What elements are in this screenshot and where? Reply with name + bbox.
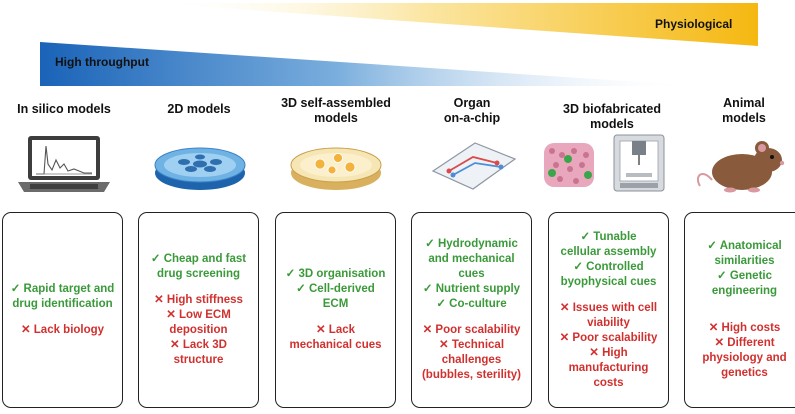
pro-line: ✓ 3D organisation xyxy=(285,268,386,280)
petri-dish-3d-icon xyxy=(290,147,382,190)
con-line: manufacturing xyxy=(568,361,649,374)
con-line: mechanical cues xyxy=(289,339,382,351)
con-line: ✕ Lack 3D xyxy=(170,339,227,351)
pro-line: similarities xyxy=(714,255,775,267)
con-line: physiology and xyxy=(702,352,787,364)
con-line: challenges xyxy=(441,354,502,366)
con-line: ✕ High xyxy=(589,346,628,359)
pro-line: drug identification xyxy=(12,298,113,310)
pro-line: ✓ Tunable xyxy=(580,230,637,243)
throughput-label: High throughput xyxy=(55,55,149,69)
card-in-silico: ✓ Rapid target and drug identification ✕… xyxy=(2,212,123,408)
bioprinter-icon xyxy=(544,134,665,192)
card-organ-on-chip: ✓ Hydrodynamic and mechanical cues ✓ Nut… xyxy=(411,212,532,408)
con-line: ✕ Poor scalability xyxy=(422,324,521,336)
pro-line: ✓ Nutrient supply xyxy=(422,283,521,295)
con-line: ✕ Lack xyxy=(315,324,356,336)
con-line: ✕ Technical xyxy=(438,339,505,351)
pro-line: ✓ Rapid target and xyxy=(10,283,115,295)
physiological-label: Physiological xyxy=(655,17,733,31)
pro-line: ✓ Anatomical xyxy=(707,240,782,252)
con-line: ✕ High stiffness xyxy=(154,294,243,306)
con-line: ✕ Poor scalability xyxy=(559,331,658,344)
con-line: (bubbles, sterility) xyxy=(421,369,522,381)
pro-line: ECM xyxy=(322,298,349,310)
physiological-gradient xyxy=(150,3,758,46)
pro-line: cues xyxy=(458,268,485,280)
mouse-icon xyxy=(696,141,785,193)
con-line: deposition xyxy=(169,324,228,336)
pro-line: ✓ Cell-derived xyxy=(296,283,375,295)
throughput-gradient xyxy=(40,42,700,86)
pro-line: byophysical cues xyxy=(560,275,657,288)
title-3d-biofabricated: 3D biofabricated models xyxy=(563,102,661,131)
card-3d-biofabricated: ✓ Tunable cellular assembly ✓ Controlled… xyxy=(548,212,669,408)
card-3d-self-assembled: ✓ 3D organisation ✓ Cell-derived ECM ✕ L… xyxy=(275,212,396,408)
title-in-silico: In silico models xyxy=(17,102,111,116)
pro-line: ✓ Genetic xyxy=(716,270,772,282)
microfluidic-chip-icon xyxy=(431,142,517,190)
pro-line: drug screening xyxy=(156,268,241,280)
pro-line: engineering xyxy=(711,285,778,297)
petri-dish-2d-icon xyxy=(154,147,246,190)
card-animal: ✓ Anatomical similarities ✓ Genetic engi… xyxy=(684,212,795,408)
con-line: ✕ Issues with cell xyxy=(559,301,658,314)
con-line: structure xyxy=(173,354,224,366)
con-line: viability xyxy=(587,316,630,329)
con-line: costs xyxy=(593,376,624,389)
con-line: genetics xyxy=(721,367,768,379)
pro-line: ✓ Controlled xyxy=(573,260,644,273)
pro-line: ✓ Cheap and fast xyxy=(150,253,247,265)
con-line: ✕ Different xyxy=(714,337,775,349)
con-line: ✕ Low ECM xyxy=(166,309,231,321)
gradient-bars xyxy=(40,3,758,86)
pro-line: and mechanical xyxy=(428,253,515,265)
con-line: ✕ Lack biology xyxy=(20,324,105,336)
card-2d: ✓ Cheap and fast drug screening ✕ High s… xyxy=(138,212,259,408)
pro-line: ✓ Co-culture xyxy=(436,298,507,310)
con-line: ✕ High costs xyxy=(708,322,781,334)
pro-line: cellular assembly xyxy=(560,245,657,258)
pro-line: ✓ Hydrodynamic xyxy=(425,238,518,250)
laptop-icon xyxy=(18,136,110,192)
title-2d: 2D models xyxy=(167,102,231,116)
